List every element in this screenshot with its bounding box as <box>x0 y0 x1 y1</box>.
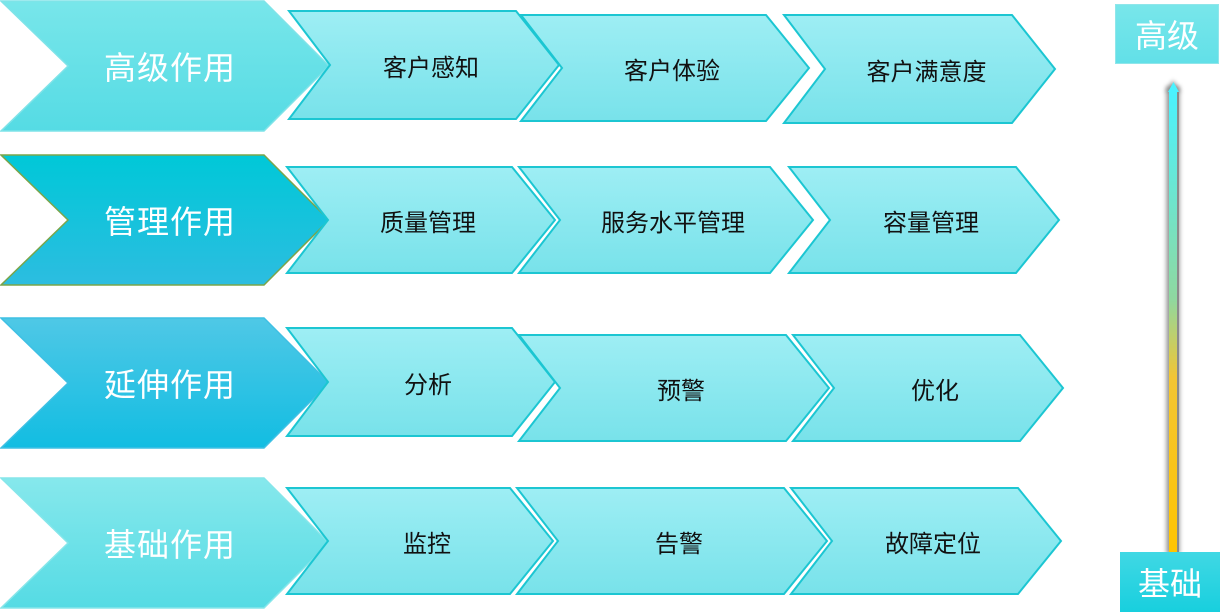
sub-chevron-shape <box>781 14 1057 124</box>
sub-chevron-label: 客户体验 <box>624 56 720 85</box>
level-arrow-icon <box>1165 80 1181 554</box>
sub-chevron-label: 分析 <box>404 370 452 399</box>
sub-chevron-label: 预警 <box>657 376 705 405</box>
sub-chevron-capacity-management: 容量管理 <box>786 166 1061 274</box>
sub-chevron-label: 客户感知 <box>383 53 479 82</box>
sub-chevron-customer-perception: 客户感知 <box>286 10 561 120</box>
main-chevron-label: 高级作用 <box>103 49 236 87</box>
sub-chevron-optimization: 优化 <box>790 334 1065 442</box>
main-chevron-shape <box>0 0 331 132</box>
sub-chevron-shape <box>284 166 557 274</box>
sub-chevron-shape <box>516 166 815 274</box>
sub-chevron-label: 客户满意度 <box>866 57 987 86</box>
sub-chevron-shape <box>786 166 1061 274</box>
sub-chevron-customer-satisfaction: 客户满意度 <box>781 14 1057 124</box>
sub-chevron-quality-management: 质量管理 <box>284 166 557 274</box>
main-chevron-label: 管理作用 <box>103 203 236 241</box>
sub-chevron-shape <box>286 10 561 120</box>
sub-chevron-shape <box>790 334 1065 442</box>
sub-chevron-fault-location: 故障定位 <box>788 487 1063 595</box>
sub-chevron-alarm: 告警 <box>514 487 829 595</box>
main-chevron-shape <box>0 317 331 449</box>
sub-chevron-shape <box>284 487 555 595</box>
sub-chevron-label: 优化 <box>911 376 959 405</box>
main-chevron-label: 延伸作用 <box>103 366 236 404</box>
main-chevron-shape <box>0 154 331 286</box>
sub-chevron-shape <box>284 327 557 437</box>
sub-chevron-label: 故障定位 <box>885 529 981 558</box>
main-chevron-advanced: 高级作用 <box>0 0 331 132</box>
sub-chevron-shape <box>788 487 1063 595</box>
sub-chevron-shape <box>514 487 829 595</box>
sub-chevron-shape <box>518 14 811 122</box>
level-bottom-box: 基础 <box>1120 552 1220 612</box>
sub-chevron-shape <box>516 334 831 442</box>
level-top-box: 高级 <box>1115 4 1219 64</box>
sub-chevron-analysis: 分析 <box>284 327 557 437</box>
sub-chevron-label: 服务水平管理 <box>601 208 745 237</box>
sub-chevron-label: 告警 <box>655 529 703 558</box>
sub-chevron-service-level-management: 服务水平管理 <box>516 166 815 274</box>
main-chevron-label: 基础作用 <box>103 526 236 564</box>
main-chevron-shape <box>0 477 331 609</box>
main-chevron-extension: 延伸作用 <box>0 317 331 449</box>
level-bottom-label: 基础 <box>1137 565 1202 603</box>
sub-chevron-label: 监控 <box>403 529 451 558</box>
main-chevron-basic: 基础作用 <box>0 477 331 609</box>
sub-chevron-monitoring: 监控 <box>284 487 555 595</box>
sub-chevron-early-warning: 预警 <box>516 334 831 442</box>
main-chevron-management: 管理作用 <box>0 154 331 286</box>
sub-chevron-label: 容量管理 <box>883 208 979 237</box>
sub-chevron-customer-experience: 客户体验 <box>518 14 811 122</box>
level-top-label: 高级 <box>1134 17 1199 55</box>
sub-chevron-label: 质量管理 <box>380 208 476 237</box>
